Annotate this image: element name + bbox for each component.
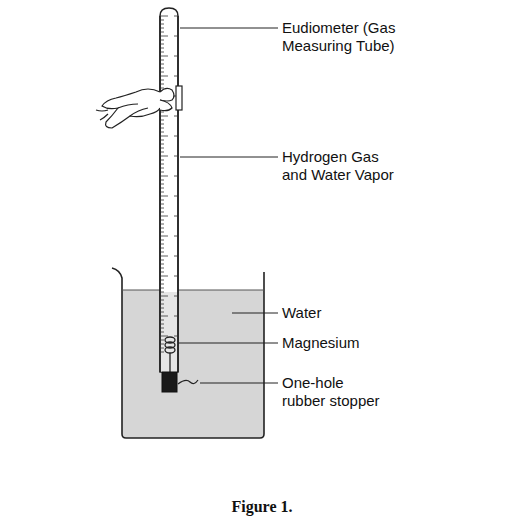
hand — [96, 88, 174, 128]
eudiometer-tube — [160, 8, 178, 372]
leader-lines — [178, 28, 278, 383]
part-label: Water — [282, 304, 442, 322]
part-label: Hydrogen Gas and Water Vapor — [282, 148, 402, 184]
wire — [178, 380, 198, 384]
beaker-outline — [112, 268, 264, 438]
scale-ticks — [160, 16, 178, 352]
magnesium-coil — [165, 337, 175, 372]
water-surface — [122, 290, 264, 291]
part-label: Magnesium — [282, 334, 442, 352]
tube-clamp — [176, 86, 182, 110]
rubber-stopper — [162, 372, 177, 392]
water-fill — [122, 290, 264, 438]
part-label: Eudiometer (Gas Measuring Tube) — [282, 19, 412, 55]
figure-caption: Figure 1. — [162, 498, 362, 516]
tube-water — [161, 292, 177, 372]
part-label: One-hole rubber stopper — [282, 374, 390, 410]
